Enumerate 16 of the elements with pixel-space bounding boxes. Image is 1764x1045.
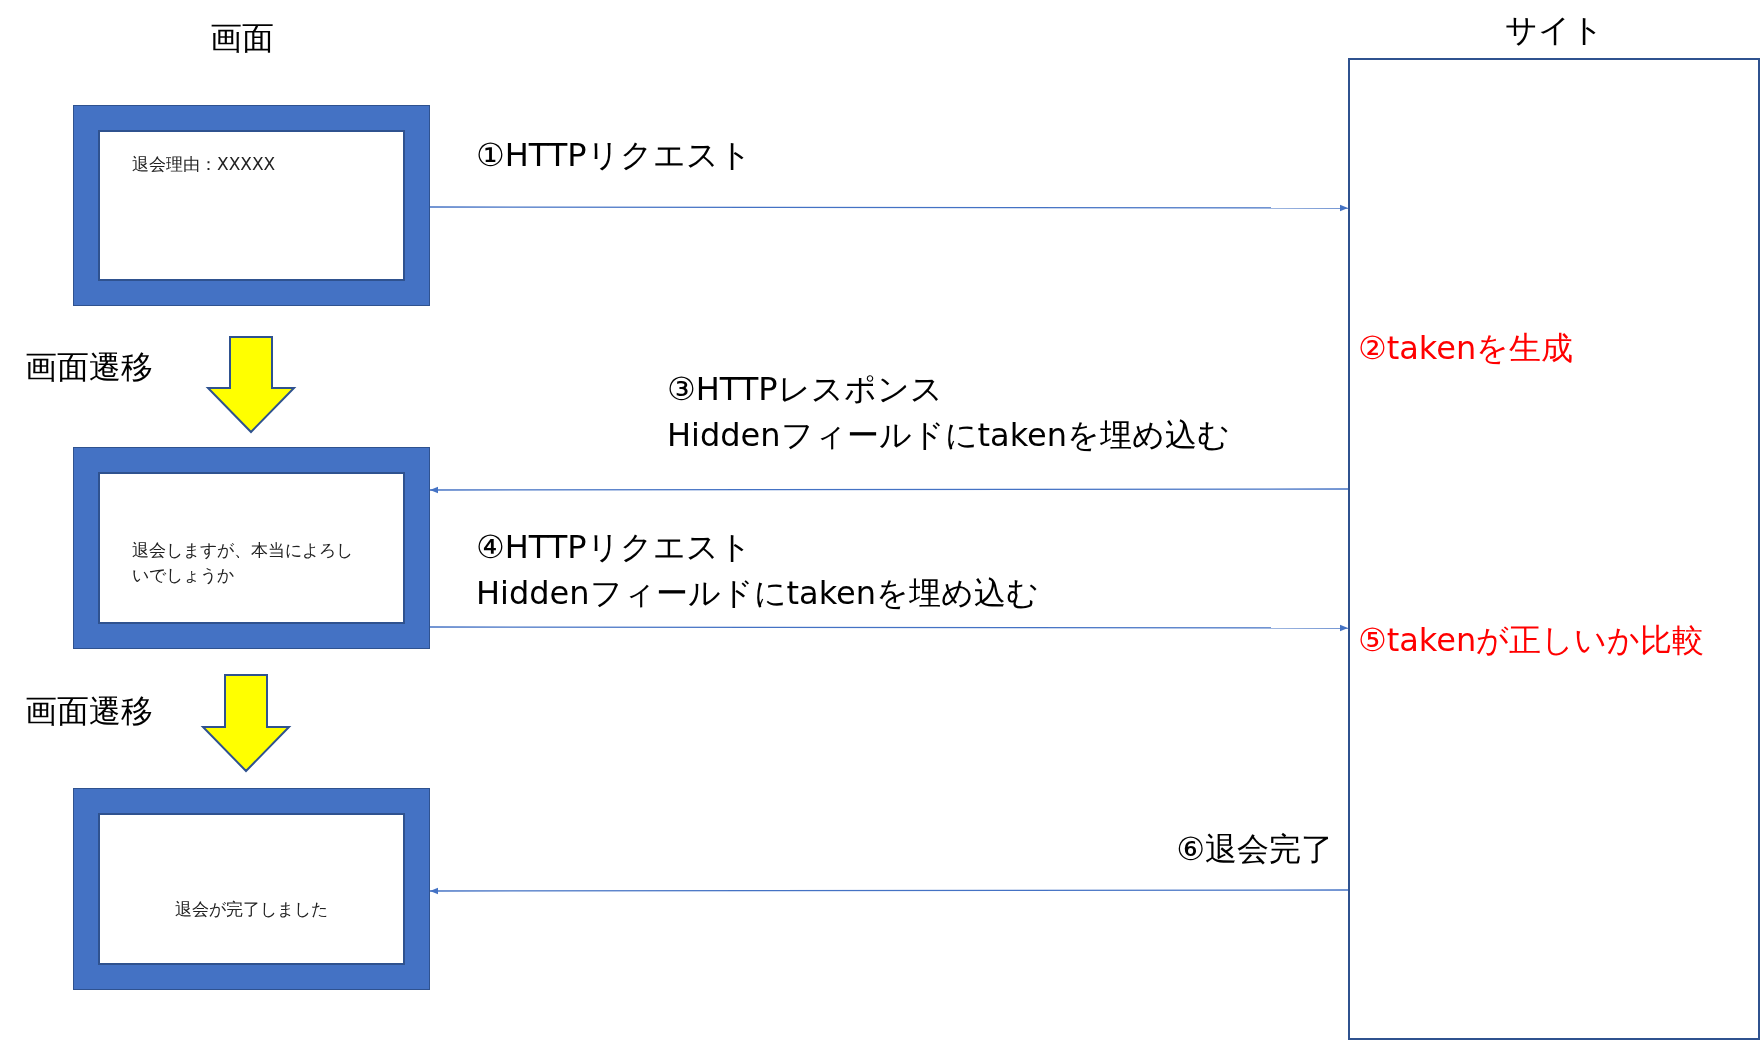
arrow bbox=[429, 204, 1349, 212]
arrow bbox=[429, 887, 1349, 895]
arrow bbox=[429, 486, 1349, 494]
site-heading: サイト bbox=[1503, 14, 1605, 46]
screen-frame bbox=[73, 105, 430, 306]
screen-text: 退会理由：XXXXX bbox=[132, 153, 277, 176]
screen-text: 退会しますが、本当によろしいでしょうか bbox=[132, 539, 354, 587]
block-arrow bbox=[205, 336, 297, 434]
screen-frame bbox=[73, 447, 430, 649]
process-note: ⑤takenが正しいか比較 bbox=[1358, 620, 1706, 661]
screen-text: 退会が完了しました bbox=[174, 898, 329, 921]
arrow bbox=[429, 624, 1349, 632]
process-note: ②takenを生成 bbox=[1358, 328, 1575, 369]
screen-frame bbox=[73, 788, 430, 990]
column-heading: 画面 bbox=[210, 22, 274, 54]
block-arrow bbox=[200, 674, 292, 773]
